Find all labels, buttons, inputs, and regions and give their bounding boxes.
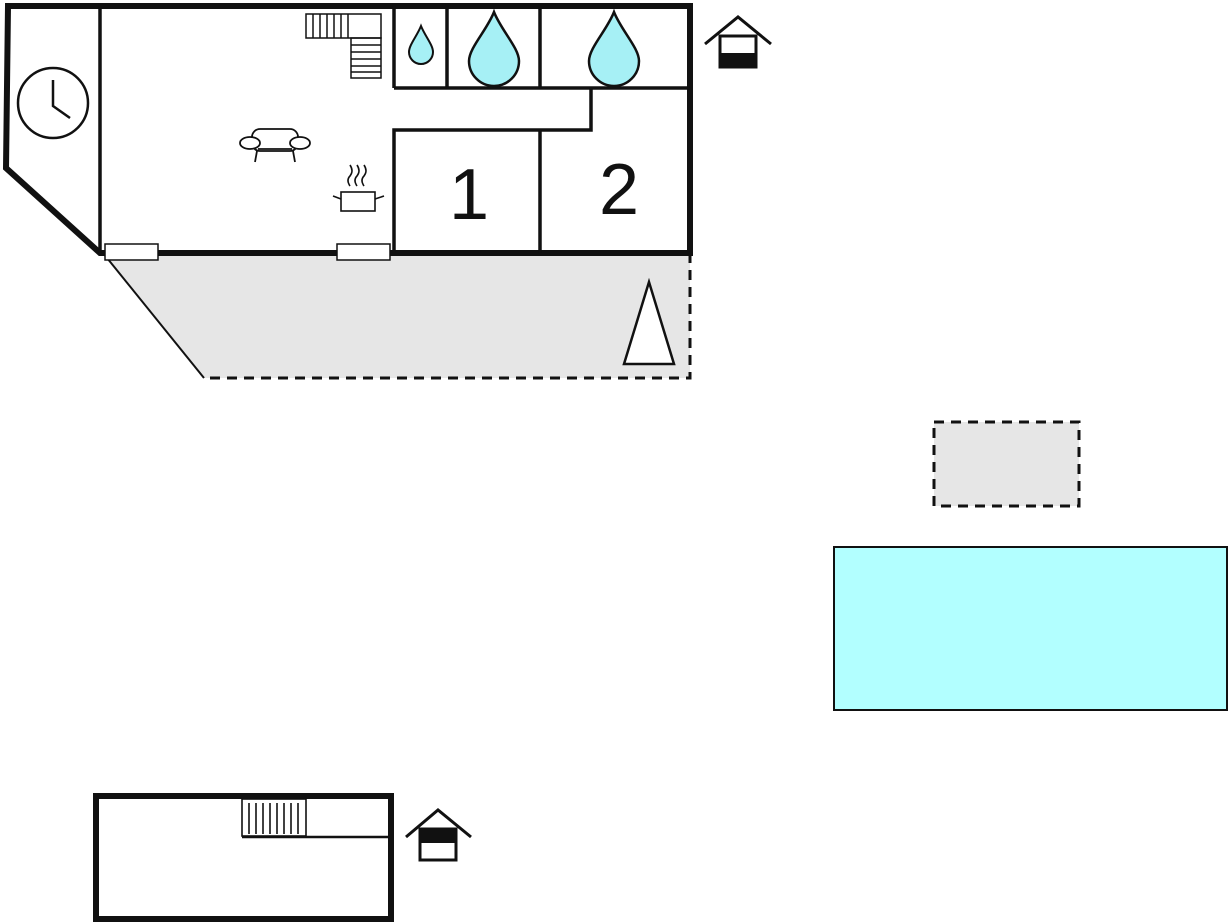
sofa-icon <box>239 128 311 163</box>
room-number-1: 1 <box>449 155 489 235</box>
pool-deck <box>932 420 1081 508</box>
staircase-icon <box>305 13 382 79</box>
water-drop-icon <box>467 8 521 88</box>
terrace-edge-dashed <box>204 253 692 380</box>
water-drop-icon <box>407 23 435 65</box>
cooking-pot-icon <box>332 164 385 212</box>
swimming-pool <box>833 546 1228 711</box>
room-number-2: 2 <box>599 150 639 230</box>
lower-floor-outline <box>93 793 394 922</box>
house-level-icon <box>704 15 772 69</box>
water-drop-icon <box>587 8 641 88</box>
door-terrace-1 <box>104 243 159 261</box>
tree-icon <box>622 277 676 366</box>
staircase-icon <box>241 798 390 839</box>
terrace <box>103 253 690 378</box>
house-level-icon <box>405 808 472 862</box>
door-terrace-2 <box>336 243 391 261</box>
wall-hallway <box>392 88 593 253</box>
clock-icon <box>16 66 90 140</box>
terrace-edge-diagonal <box>102 252 205 379</box>
